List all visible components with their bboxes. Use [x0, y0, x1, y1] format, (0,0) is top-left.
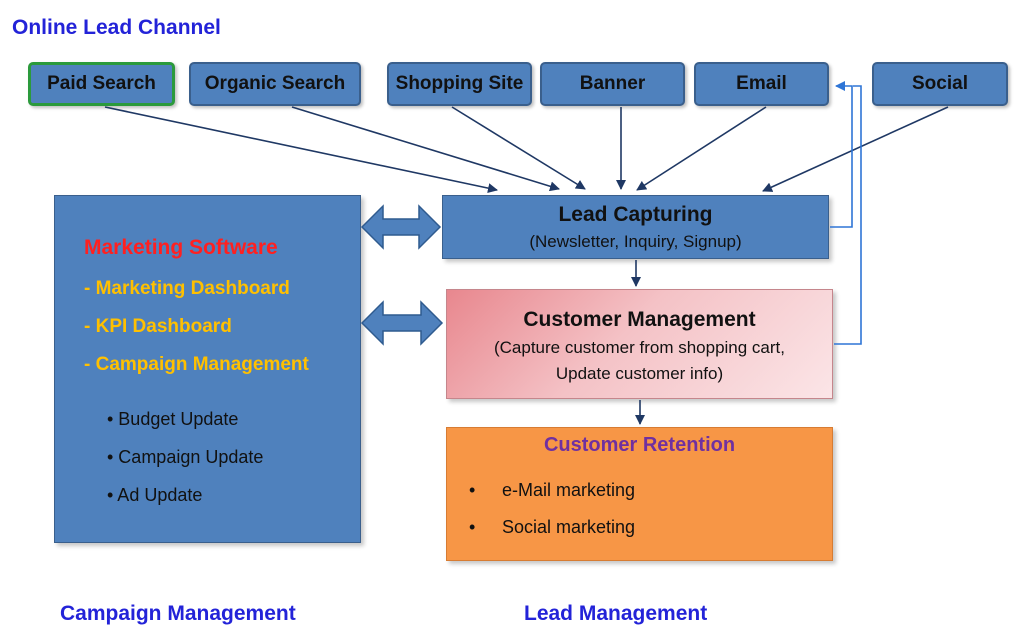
- lead-capturing-subtitle: (Newsletter, Inquiry, Signup): [529, 232, 742, 251]
- campaign-management-item: - Campaign Management: [84, 354, 309, 375]
- social-marketing-item: • Social marketing: [469, 517, 635, 538]
- customer-management-line1: (Capture customer from shopping cart,: [493, 338, 785, 357]
- channel-paid-search[interactable]: Paid Search: [28, 62, 175, 106]
- arrow-email: [636, 106, 767, 191]
- customer-management-title: Customer Management: [523, 308, 756, 331]
- bullet: •: [469, 517, 476, 537]
- lead-management-footer: Lead Management: [524, 602, 708, 625]
- double-arrow-capture: [360, 204, 442, 250]
- online-lead-channel-title: Online Lead Channel: [12, 16, 221, 39]
- lead-capturing-title: Lead Capturing: [558, 203, 713, 226]
- arrow-shopping-site: [451, 106, 586, 190]
- feedback-arrow-capture: [830, 81, 853, 228]
- double-arrow-customer: [360, 300, 444, 346]
- customer-retention-title: Customer Retention: [543, 434, 736, 456]
- marketing-software-box: Marketing Software - Marketing Dashboard…: [54, 195, 361, 543]
- lead-capturing-box: Lead Capturing (Newsletter, Inquiry, Sig…: [442, 195, 829, 259]
- marketing-software-title: Marketing Software: [84, 236, 278, 259]
- bullet: •: [469, 480, 476, 500]
- channel-shopping-site[interactable]: Shopping Site: [387, 62, 532, 106]
- channel-social[interactable]: Social: [872, 62, 1008, 106]
- budget-update-item: • Budget Update: [107, 409, 239, 429]
- marketing-dashboard-item: - Marketing Dashboard: [84, 278, 290, 299]
- email-marketing-label: e-Mail marketing: [502, 480, 636, 500]
- campaign-management-footer: Campaign Management: [60, 602, 296, 625]
- customer-management-line2: Update customer info): [555, 364, 724, 383]
- arrow-social: [762, 106, 949, 192]
- kpi-dashboard-item: - KPI Dashboard: [84, 316, 232, 337]
- arrow-paid-search: [104, 106, 498, 194]
- channel-banner[interactable]: Banner: [540, 62, 685, 106]
- channel-email[interactable]: Email: [694, 62, 829, 106]
- social-marketing-label: Social marketing: [502, 517, 636, 537]
- ad-update-item: • Ad Update: [107, 485, 203, 505]
- channel-organic-search[interactable]: Organic Search: [189, 62, 361, 106]
- email-marketing-item: • e-Mail marketing: [469, 480, 635, 501]
- feedback-arrow-customer: [834, 85, 862, 345]
- arrow-organic-search: [291, 106, 560, 192]
- customer-retention-box: Customer Retention • e-Mail marketing • So…: [446, 427, 833, 561]
- campaign-update-item: • Campaign Update: [107, 447, 264, 467]
- customer-management-box: Customer Management (Capture customer fr…: [446, 289, 833, 399]
